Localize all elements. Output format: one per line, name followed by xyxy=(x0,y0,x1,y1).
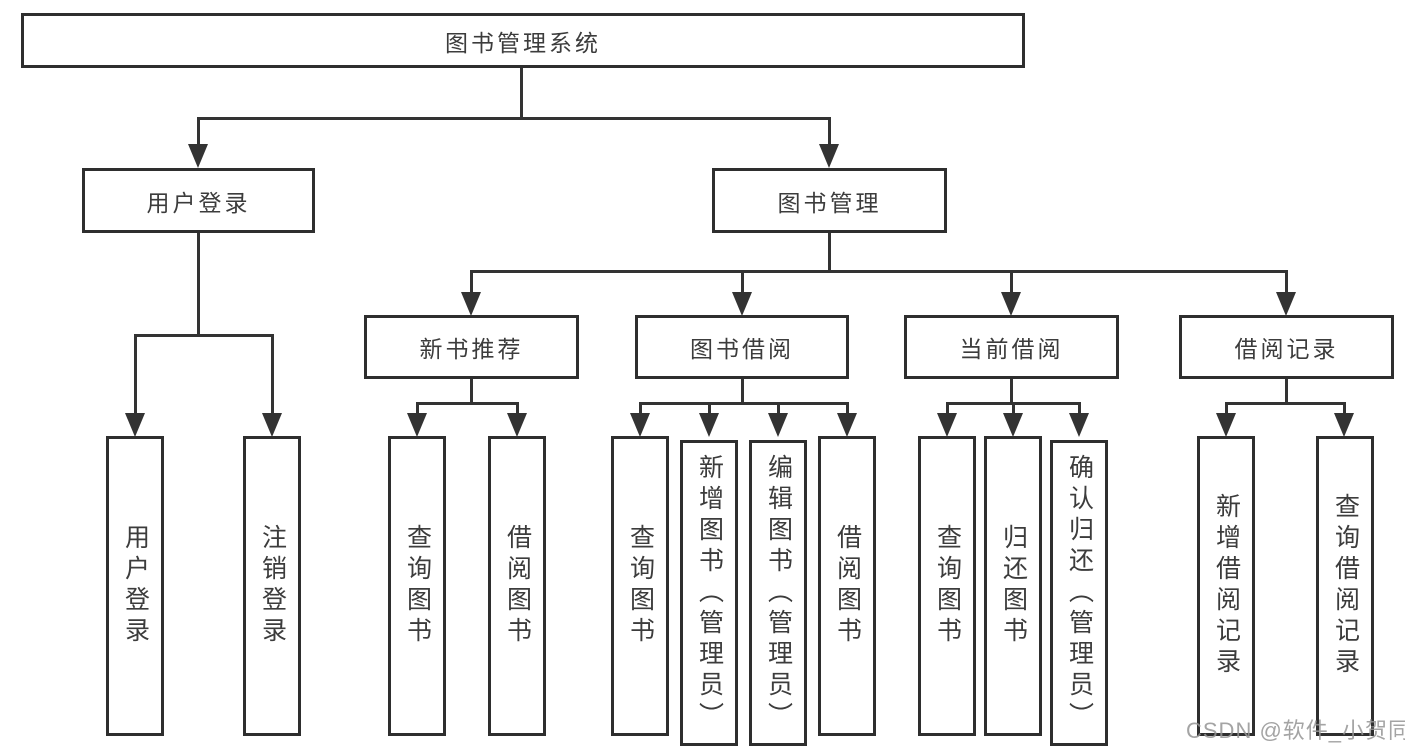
connector-user-rail xyxy=(134,334,274,337)
arrow-down-icon xyxy=(507,413,527,437)
arrow-down-icon xyxy=(125,413,145,437)
node-library-system: 图书管理系统 xyxy=(21,13,1025,68)
node-label: 借阅记录 xyxy=(1234,336,1339,362)
connector-groupB-stub xyxy=(741,379,744,405)
connector-leaf-drop xyxy=(1343,402,1346,418)
node-book-management: 图书管理 xyxy=(712,168,947,233)
node-label: 图书借阅 xyxy=(690,336,794,362)
leaf-query-books-1: 查询图书 xyxy=(388,436,446,736)
leaf-label: 借阅图书 xyxy=(833,524,862,648)
connector-leaf-drop xyxy=(846,402,849,418)
leaf-label: 查询图书 xyxy=(933,524,962,648)
connector-group-drop xyxy=(470,270,473,296)
leaf-label: 用户登录 xyxy=(121,524,150,648)
connector-leaf-drop xyxy=(134,334,137,418)
connector-groupD-rail xyxy=(1225,402,1346,405)
connector-user-stub xyxy=(197,233,200,336)
arrow-down-icon xyxy=(461,292,481,316)
leaf-borrow-books-2: 借阅图书 xyxy=(818,436,876,736)
connector-groupD-stub xyxy=(1285,379,1288,405)
arrow-down-icon xyxy=(188,144,208,168)
connector-leaf-drop xyxy=(1012,402,1015,418)
connector-leaf-drop xyxy=(946,402,949,418)
node-book-borrowing: 图书借阅 xyxy=(635,315,849,379)
connector-user-drop xyxy=(197,117,200,150)
leaf-label: 编辑图书（管理员） xyxy=(764,453,793,733)
leaf-label: 借阅图书 xyxy=(503,524,532,648)
arrow-down-icon xyxy=(699,413,719,437)
connector-leaf-drop xyxy=(639,402,642,418)
watermark: CSDN @软件_小贺同学 xyxy=(1186,718,1405,743)
arrow-down-icon xyxy=(1069,413,1089,437)
arrow-down-icon xyxy=(407,413,427,437)
node-user-login: 用户登录 xyxy=(82,168,315,233)
leaf-add-borrow-record: 新增借阅记录 xyxy=(1197,436,1255,736)
leaf-query-borrow-record: 查询借阅记录 xyxy=(1316,436,1374,736)
node-label: 当前借阅 xyxy=(959,336,1064,362)
leaf-label: 查询图书 xyxy=(403,524,432,648)
leaf-confirm-return-admin: 确认归还（管理员） xyxy=(1050,440,1108,746)
arrow-down-icon xyxy=(1216,413,1236,437)
arrow-down-icon xyxy=(1334,413,1354,437)
connector-leaf-drop xyxy=(271,334,274,418)
arrow-down-icon xyxy=(1003,413,1023,437)
node-label: 用户登录 xyxy=(146,189,251,216)
connector-groupA-rail xyxy=(416,402,519,405)
connector-group-drop xyxy=(1285,270,1288,296)
leaf-label: 查询借阅记录 xyxy=(1331,493,1360,679)
node-borrowing-records: 借阅记录 xyxy=(1179,315,1394,379)
leaf-borrow-books-1: 借阅图书 xyxy=(488,436,546,736)
connector-group-drop xyxy=(1010,270,1013,296)
connector-groupA-stub xyxy=(470,379,473,405)
arrow-down-icon xyxy=(732,292,752,316)
connector-leaf-drop xyxy=(516,402,519,418)
node-new-book-recommend: 新书推荐 xyxy=(364,315,579,379)
arrow-down-icon xyxy=(1001,292,1021,316)
connector-leaf-drop xyxy=(708,402,711,418)
node-label: 图书管理系统 xyxy=(445,29,601,56)
connector-leaf-drop xyxy=(1225,402,1228,418)
arrow-down-icon xyxy=(1276,292,1296,316)
arrow-down-icon xyxy=(768,413,788,437)
leaf-query-books-3: 查询图书 xyxy=(918,436,976,736)
leaf-label: 确认归还（管理员） xyxy=(1065,453,1094,733)
arrow-down-icon xyxy=(937,413,957,437)
leaf-logout: 注销登录 xyxy=(243,436,301,736)
node-current-borrowing: 当前借阅 xyxy=(904,315,1119,379)
leaf-label: 注销登录 xyxy=(258,524,287,648)
connector-leaf-drop xyxy=(416,402,419,418)
arrow-down-icon xyxy=(819,144,839,168)
leaf-add-book-admin: 新增图书（管理员） xyxy=(680,440,738,746)
connector-level3-rail xyxy=(470,270,1288,273)
arrow-down-icon xyxy=(262,413,282,437)
leaf-label: 新增图书（管理员） xyxy=(695,453,724,733)
connector-group-drop xyxy=(741,270,744,296)
leaf-label: 新增借阅记录 xyxy=(1212,493,1241,679)
connector-book-stub xyxy=(828,233,831,272)
leaf-label: 归还图书 xyxy=(999,524,1028,648)
connector-leaf-drop xyxy=(777,402,780,418)
connector-book-drop xyxy=(828,117,831,150)
connector-level1-rail xyxy=(197,117,831,120)
connector-groupC-stub xyxy=(1010,379,1013,405)
leaf-edit-book-admin: 编辑图书（管理员） xyxy=(749,440,807,746)
connector-leaf-drop xyxy=(1078,402,1081,418)
leaf-query-books-2: 查询图书 xyxy=(611,436,669,736)
arrow-down-icon xyxy=(837,413,857,437)
node-label: 图书管理 xyxy=(777,189,882,216)
leaf-user-login: 用户登录 xyxy=(106,436,164,736)
connector-groupB-rail xyxy=(639,402,849,405)
connector-root-stub xyxy=(520,67,523,118)
leaf-return-books: 归还图书 xyxy=(984,436,1042,736)
leaf-label: 查询图书 xyxy=(626,524,655,648)
node-label: 新书推荐 xyxy=(419,336,524,362)
arrow-down-icon xyxy=(630,413,650,437)
